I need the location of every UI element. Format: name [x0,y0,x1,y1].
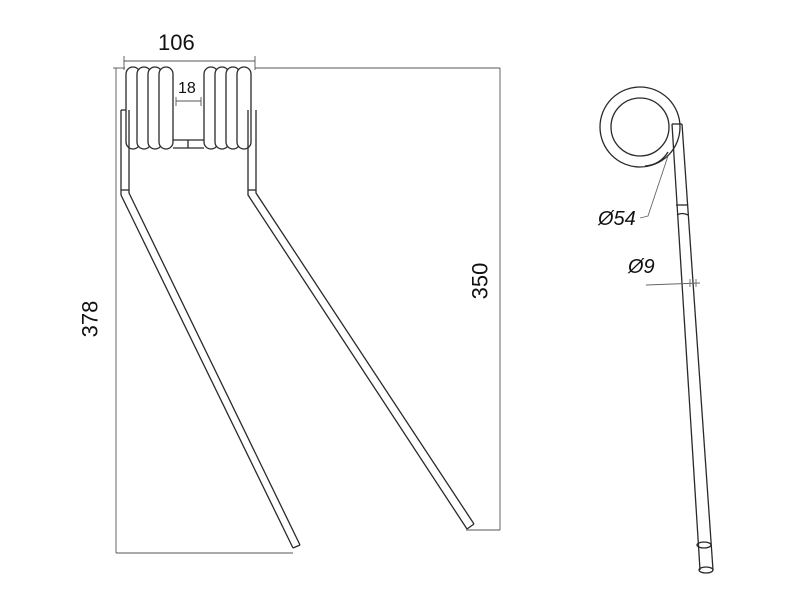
coil-inner [610,97,670,157]
left-tine [120,109,301,549]
dim-tine-height: 350 [467,262,493,300]
coil-outer [599,86,681,168]
right-coil [203,66,252,150]
dim-overall-width: 106 [158,30,195,55]
front-dimension-lines [113,56,501,554]
dim-coil-diameter: Ø54 [598,208,636,230]
side-view [599,86,714,574]
right-tine [247,110,475,530]
connecting-loop [173,139,204,149]
left-coil [125,66,174,150]
dim-wire-diameter: Ø9 [628,256,655,278]
dim-total-height: 378 [77,300,103,338]
side-dimension-lines [639,155,701,287]
dim-coil-gap: 18 [178,80,196,97]
front-view [120,66,475,549]
